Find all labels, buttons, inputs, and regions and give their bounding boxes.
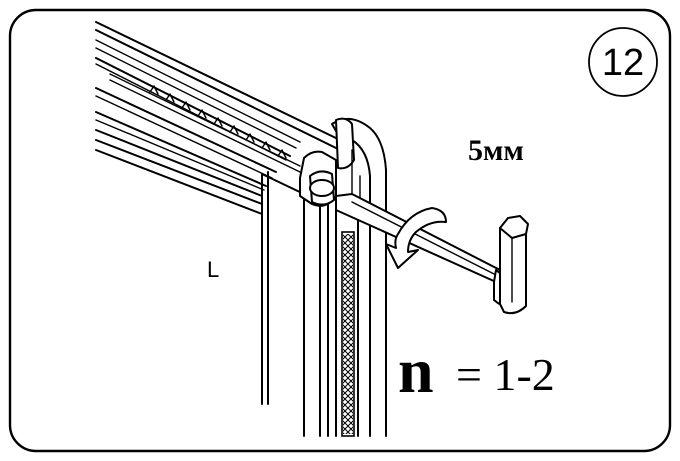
repeat-count: n = 1-2 — [398, 335, 555, 406]
rotate-arrow-icon — [385, 207, 447, 269]
tool-size-label: 5мм — [468, 134, 524, 167]
vertical-profile — [303, 193, 387, 437]
rail-spring — [109, 73, 301, 173]
corner-connector — [299, 117, 387, 231]
step-number: 12 — [602, 42, 644, 84]
brush-seal — [341, 231, 355, 437]
step-circle — [588, 27, 658, 97]
diagram-frame — [8, 8, 672, 453]
left-panel — [261, 171, 305, 405]
side-label: L — [207, 257, 219, 282]
repeat-value: = 1-2 — [456, 349, 555, 400]
rail-profile — [95, 21, 341, 215]
brush-seal-pile — [343, 234, 353, 434]
repeat-letter: n — [398, 335, 434, 406]
step-badge: 12 — [588, 27, 658, 97]
hex-key — [335, 193, 529, 315]
